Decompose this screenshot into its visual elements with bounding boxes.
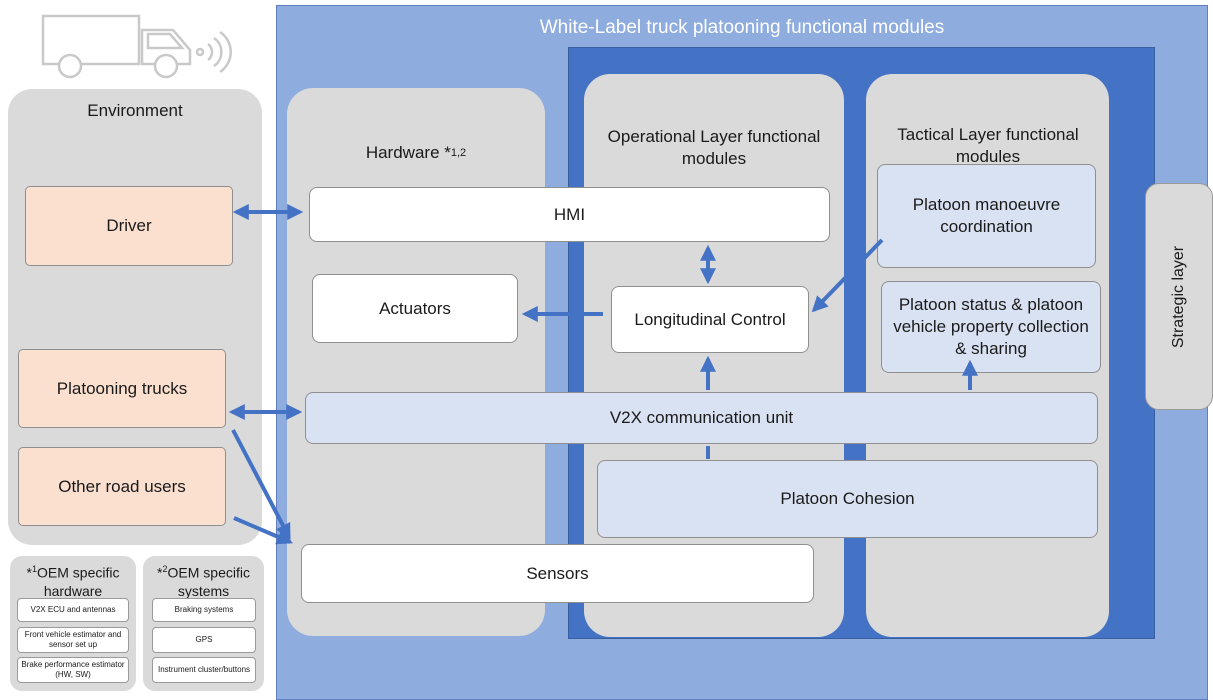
platoon-manoeuvre-box: Platoon manoeuvre coordination (877, 164, 1096, 268)
oem-hardware-title-line: *1OEM specific hardware (10, 560, 136, 600)
hmi-box: HMI (309, 187, 830, 242)
v2x-communication-unit-box: V2X communication unit (305, 392, 1098, 444)
tactical-layer-title: Tactical Layer functional modules (897, 125, 1079, 166)
actuators-box: Actuators (312, 274, 518, 343)
platoon-status-box: Platoon status & platoon vehicle propert… (881, 281, 1101, 373)
platooning-trucks-box: Platooning trucks (18, 349, 226, 428)
oem-systems-item: Braking systems (152, 598, 256, 622)
oem-hardware-item: V2X ECU and antennas (17, 598, 129, 622)
other-road-users-box: Other road users (18, 447, 226, 526)
oem-hardware-title: *1OEM specific hardware (10, 560, 136, 600)
truck-wireless-icon (41, 14, 232, 79)
hardware-title: Hardware *1,2 (287, 140, 545, 166)
environment-title: Environment (87, 101, 183, 120)
oem-systems-item: GPS (152, 627, 256, 653)
sensors-box: Sensors (301, 544, 814, 603)
oem-systems-title-text: OEM specific systems (167, 564, 250, 599)
operational-layer-title: Operational Layer functional modules (607, 127, 821, 168)
operational-layer-panel (584, 74, 844, 637)
oem-systems-item: Instrument cluster/buttons (152, 657, 256, 683)
diagram-title: White-Label truck platooning functional … (539, 17, 945, 38)
oem-hardware-title-text: OEM specific hardware (37, 564, 120, 599)
oem-systems-asterisk: * (157, 564, 163, 581)
longitudinal-control-box: Longitudinal Control (611, 286, 809, 353)
driver-box: Driver (25, 186, 233, 266)
oem-hardware-sup: 1 (31, 564, 37, 575)
hardware-title-text: Hardware * (365, 143, 451, 162)
hardware-footnote-ref: 1,2 (450, 147, 467, 159)
oem-hardware-item: Front vehicle estimator and sensor set u… (17, 627, 129, 653)
oem-hardware-item: Brake performance estimator (HW, SW) (17, 657, 129, 683)
strategic-layer-panel (1145, 183, 1213, 410)
oem-hardware-asterisk: * (26, 564, 32, 581)
strategic-layer-label-wrap: Strategic layer (1145, 183, 1213, 410)
strategic-layer-label: Strategic layer (1170, 245, 1188, 348)
oem-systems-sup: 2 (162, 564, 168, 575)
oem-systems-title-line: *2OEM specific systems (143, 560, 264, 600)
platoon-cohesion-box: Platoon Cohesion (597, 460, 1098, 538)
oem-systems-title: *2OEM specific systems (143, 560, 264, 600)
